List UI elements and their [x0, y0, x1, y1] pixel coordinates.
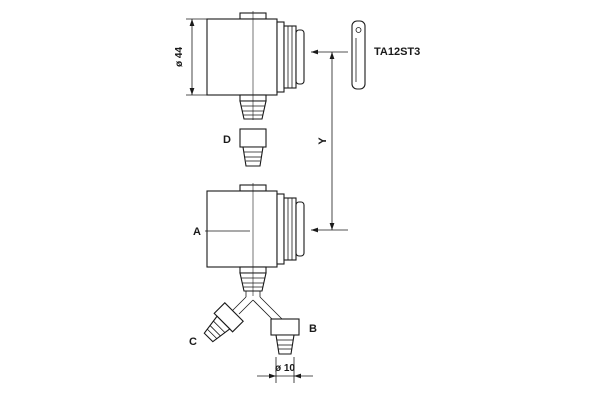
plate-hole-icon — [355, 27, 362, 33]
arrow-up-icon — [189, 19, 195, 26]
connector-c: C — [189, 302, 244, 348]
dimension-label-diameter-10: ø 10 — [275, 363, 295, 374]
arrow-left-icon — [294, 373, 301, 379]
arrow-right-icon — [269, 373, 276, 379]
arrow-down-icon — [189, 88, 195, 95]
lower-valve-assembly: A — [193, 183, 305, 296]
dimension-diameter-10: ø 10 — [257, 357, 313, 383]
dimension-label-y: Y — [317, 137, 329, 145]
arrow-left-icon — [311, 49, 318, 55]
model-label: TA12ST3 — [374, 46, 420, 58]
part-label-a: A — [193, 226, 201, 238]
arrow-down-icon — [329, 223, 335, 230]
dimension-diameter-44: ø 44 — [174, 18, 207, 96]
arrow-up-icon — [329, 52, 335, 59]
upper-valve-assembly — [206, 11, 305, 120]
dimension-label-diameter-44: ø 44 — [174, 47, 185, 67]
dimension-y: Y — [311, 49, 348, 233]
fitting-d: D — [223, 128, 267, 167]
part-label-b: B — [309, 323, 317, 335]
part-label-c: C — [189, 336, 197, 348]
connector-b: B — [270, 318, 317, 355]
arrow-left-icon — [311, 227, 318, 233]
part-label-d: D — [223, 134, 231, 146]
mounting-plate-side-view — [351, 20, 366, 90]
